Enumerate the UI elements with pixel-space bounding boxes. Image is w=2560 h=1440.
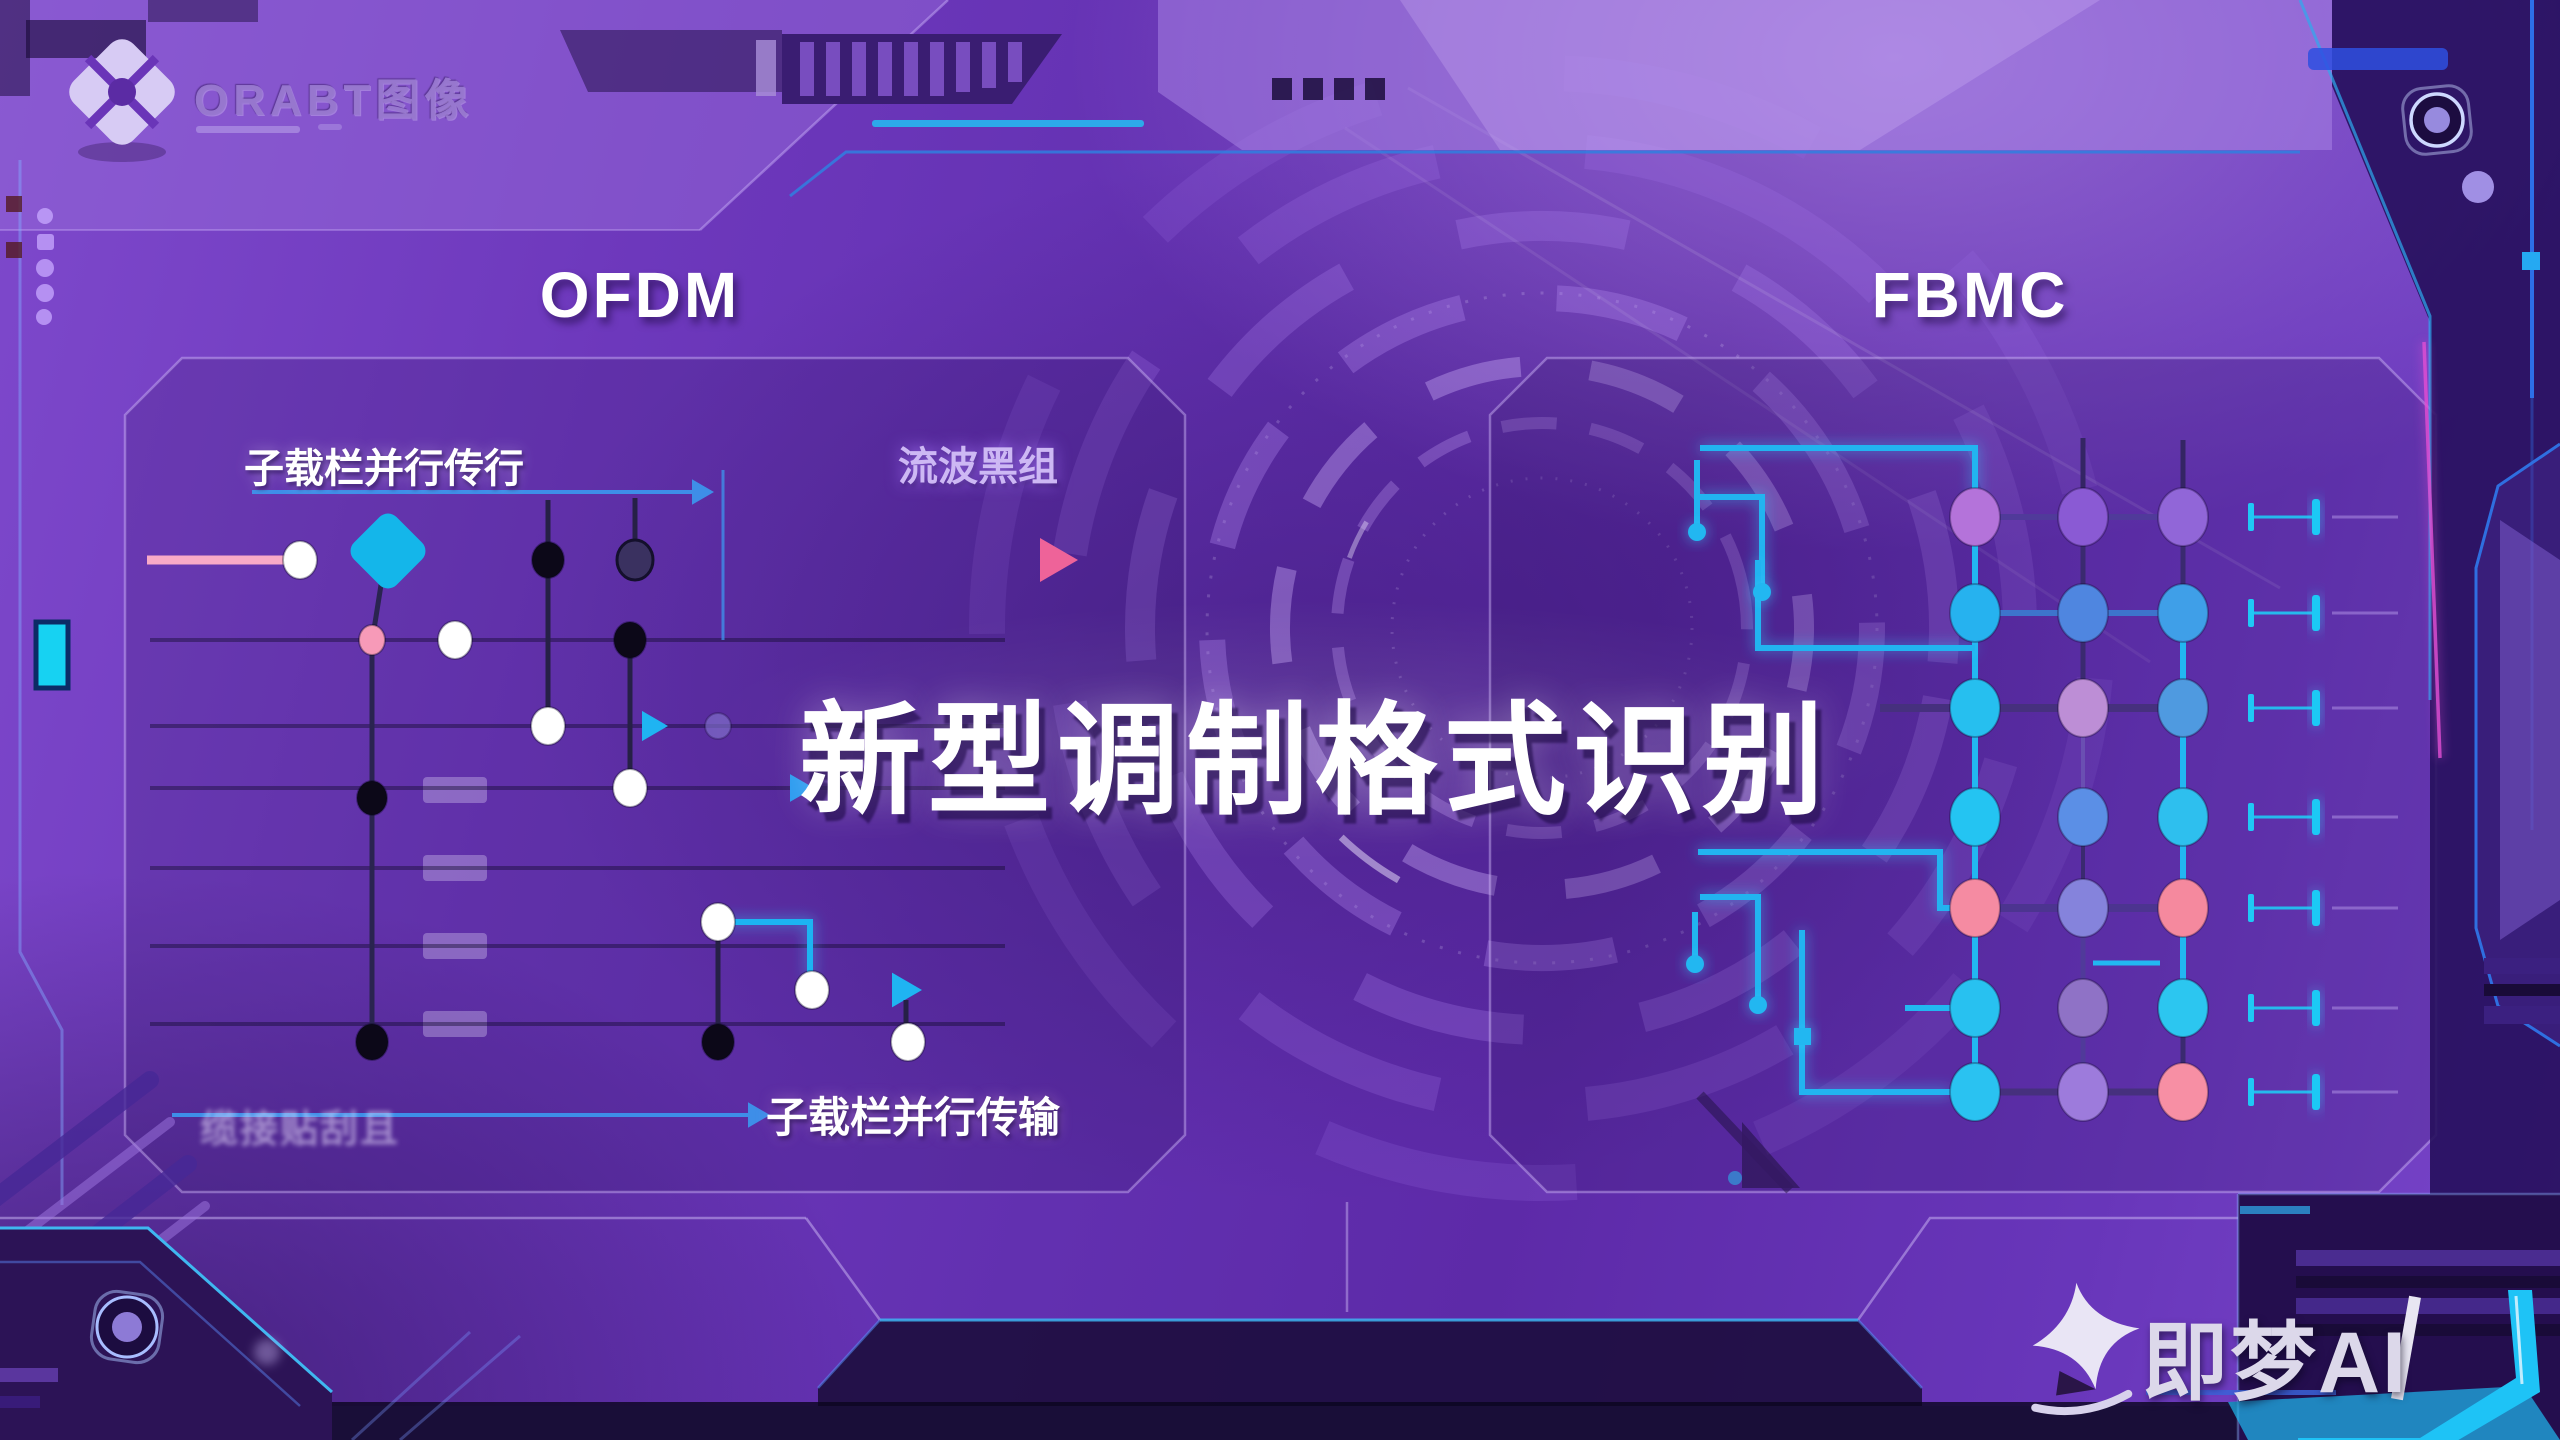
ofdm-diagram (147, 470, 1078, 1128)
ofdm-parallel-transmission-label: 子载栏并行传输 (766, 1094, 1061, 1141)
page-title: 新型调制格式识别 (799, 693, 1831, 829)
ofdm-filter-group-label: 流波黑组 (898, 445, 1058, 489)
faint-garbled-label: 缆接贴刮且 (200, 1109, 401, 1151)
fbmc-panel-frame (1488, 356, 2438, 1194)
screw-ring-icon (2401, 84, 2473, 156)
dark-arrow-decoration (1696, 1091, 1800, 1194)
watermark-graphics (2031, 1282, 2540, 1440)
ofdm-subcarrier-label: 子载栏并行传行 (244, 447, 524, 491)
left-edge-decoration (6, 160, 71, 1205)
ofdm-title: OFDM (539, 259, 741, 331)
fbmc-title: FBMC (1871, 259, 2069, 331)
center-glow (700, 600, 1940, 860)
vent-squares (1272, 78, 1385, 100)
screw-ring-icon (89, 1289, 165, 1365)
bottom-frame-decoration (0, 1202, 2560, 1440)
paper-plane-icon (2031, 1282, 2140, 1416)
grill-stripes (800, 42, 1022, 96)
top-frame-decoration (0, 0, 2332, 231)
watermark-label: 即梦AI (2142, 1315, 2408, 1411)
brand-title: ORABT图像 (194, 76, 474, 125)
origami-cube-icon (69, 39, 342, 162)
fbmc-diagram (1686, 438, 2398, 1122)
bottom-left-corner-decoration (0, 1071, 521, 1440)
